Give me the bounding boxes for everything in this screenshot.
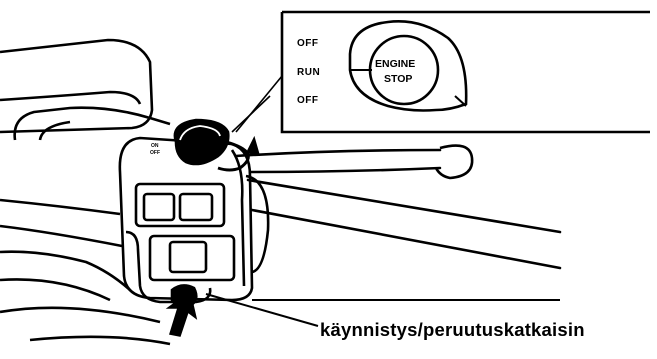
inset-position-off-top: OFF <box>297 38 319 49</box>
housing-marking-off: OFF <box>150 150 160 156</box>
brake-lever <box>436 146 472 178</box>
inset-border <box>232 12 650 132</box>
housing-marking-on: ON <box>151 143 159 149</box>
engine-stop-label-line1: ENGINE <box>375 58 415 70</box>
fuel-tank-outline <box>0 40 170 140</box>
inset-position-off-bottom: OFF <box>297 95 319 106</box>
handlebar <box>236 150 560 268</box>
callout-label: käynnistys/peruutuskatkaisin <box>320 319 585 340</box>
button-left <box>144 194 174 220</box>
button-lower <box>170 242 206 272</box>
housing-buttons <box>126 184 234 286</box>
engine-stop-label-line2: STOP <box>384 73 412 85</box>
inset-position-run: RUN <box>297 67 320 78</box>
callout-leader-line <box>206 294 318 326</box>
button-right <box>180 194 212 220</box>
